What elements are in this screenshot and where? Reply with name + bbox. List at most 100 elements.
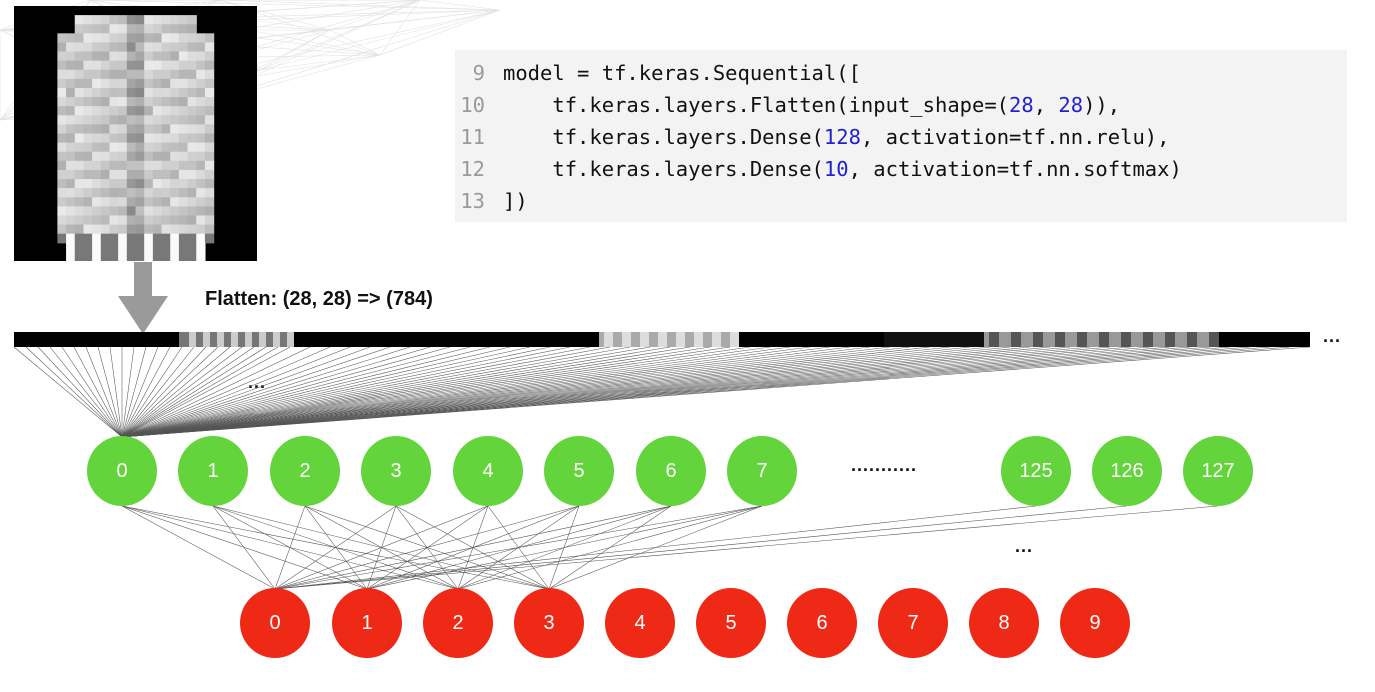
connection-line bbox=[121, 346, 551, 438]
connection-line bbox=[49, 346, 123, 438]
hidden-node-2: 2 bbox=[270, 436, 340, 506]
code-line: 11 tf.keras.layers.Dense(128, activation… bbox=[455, 121, 1170, 153]
code-line: 13]) bbox=[455, 185, 527, 217]
connection-line bbox=[121, 346, 255, 438]
connection-line bbox=[121, 346, 1111, 438]
code-line: 12 tf.keras.layers.Dense(10, activation=… bbox=[455, 153, 1182, 185]
connection-line bbox=[73, 346, 123, 438]
code-number: 28 bbox=[1009, 93, 1034, 117]
connection-line bbox=[121, 346, 351, 438]
hidden-node-6: 6 bbox=[636, 436, 706, 506]
connection-line bbox=[109, 346, 123, 438]
connection-line bbox=[212, 505, 550, 590]
connection-line bbox=[487, 505, 550, 590]
connection-line bbox=[366, 505, 672, 590]
connection-line bbox=[61, 346, 123, 438]
hidden-node-125: 125 bbox=[1001, 436, 1071, 506]
connection-line bbox=[395, 505, 550, 590]
connection-line bbox=[121, 346, 591, 438]
connection-line bbox=[25, 346, 123, 438]
connection-line bbox=[121, 505, 550, 590]
connection-line bbox=[121, 346, 831, 438]
connection-line bbox=[121, 346, 135, 438]
connection-line bbox=[121, 346, 611, 438]
code-number: 10 bbox=[823, 157, 849, 181]
code-number: 128 bbox=[823, 125, 861, 149]
connection-line bbox=[121, 346, 1171, 438]
connection-line bbox=[121, 346, 531, 438]
output-node-6: 6 bbox=[787, 588, 857, 658]
connection-line bbox=[121, 505, 368, 590]
output-node-3: 3 bbox=[514, 588, 584, 658]
connection-line bbox=[121, 346, 331, 438]
hidden-node-1: 1 bbox=[178, 436, 248, 506]
connection-line bbox=[121, 346, 159, 438]
connection-line bbox=[121, 346, 431, 438]
hidden-node-127: 127 bbox=[1183, 436, 1253, 506]
connection-line bbox=[121, 346, 1071, 438]
connection-line bbox=[121, 346, 231, 438]
connection-line bbox=[121, 346, 1031, 438]
connection-line bbox=[121, 346, 195, 438]
connection-line bbox=[121, 346, 571, 438]
connection-line bbox=[121, 346, 891, 438]
line-number: 12 bbox=[460, 157, 485, 181]
strip-ellipsis: ... bbox=[1323, 326, 1342, 346]
hidden-node-5: 5 bbox=[544, 436, 614, 506]
connection-line bbox=[121, 346, 731, 438]
connection-line bbox=[121, 346, 791, 438]
connection-line bbox=[121, 346, 171, 438]
connection-line bbox=[121, 346, 183, 438]
output-node-7: 7 bbox=[878, 588, 948, 658]
connection-line bbox=[85, 346, 123, 438]
line-number: 10 bbox=[460, 93, 485, 117]
line-number: 11 bbox=[460, 125, 485, 149]
connection-line bbox=[121, 346, 751, 438]
connection-line bbox=[121, 346, 491, 438]
connection-line bbox=[97, 346, 123, 438]
connection-line bbox=[121, 505, 459, 590]
connection-line bbox=[121, 346, 371, 438]
connection-line bbox=[121, 346, 711, 438]
connection-line bbox=[121, 346, 471, 438]
output-node-2: 2 bbox=[423, 588, 493, 658]
connection-line bbox=[121, 346, 971, 438]
output-node-0: 0 bbox=[240, 588, 310, 658]
code-text: tf.keras.layers.Dense( bbox=[503, 125, 824, 149]
connection-line bbox=[121, 346, 931, 438]
connection-line bbox=[121, 346, 207, 438]
input-image-shirt bbox=[14, 6, 257, 261]
connection-line bbox=[274, 505, 1219, 590]
connection-line bbox=[121, 346, 991, 438]
connection-line bbox=[457, 505, 672, 590]
connection-line bbox=[121, 346, 267, 438]
connection-line bbox=[121, 346, 243, 438]
connection-line bbox=[121, 346, 651, 438]
connection-line bbox=[121, 346, 411, 438]
connection-line bbox=[121, 346, 1091, 438]
connection-line bbox=[121, 346, 951, 438]
connection-line bbox=[121, 346, 391, 438]
code-text: )), bbox=[1083, 93, 1121, 117]
connection-line bbox=[121, 346, 311, 438]
connection-line bbox=[121, 346, 1131, 438]
code-text: , activation=tf.nn.relu), bbox=[860, 125, 1170, 149]
output-node-9: 9 bbox=[1060, 588, 1130, 658]
line-number: 9 bbox=[472, 61, 485, 85]
connection-line bbox=[121, 346, 1311, 438]
connection-line bbox=[121, 346, 279, 438]
line-number: 13 bbox=[460, 189, 485, 213]
connection-line bbox=[121, 346, 219, 438]
code-text: tf.keras.layers.Dense( bbox=[503, 157, 824, 181]
code-text: tf.keras.layers.Flatten(input_shape=( bbox=[503, 93, 1010, 117]
flattened-pixel-strip bbox=[14, 332, 1310, 347]
output-connections-ellipsis: ... bbox=[1015, 536, 1034, 556]
connection-line bbox=[548, 505, 672, 590]
output-node-1: 1 bbox=[332, 588, 402, 658]
input-image-pixels bbox=[57, 15, 215, 261]
code-text: , bbox=[1033, 93, 1059, 117]
connection-line bbox=[274, 505, 1128, 590]
connection-line bbox=[121, 346, 1151, 438]
